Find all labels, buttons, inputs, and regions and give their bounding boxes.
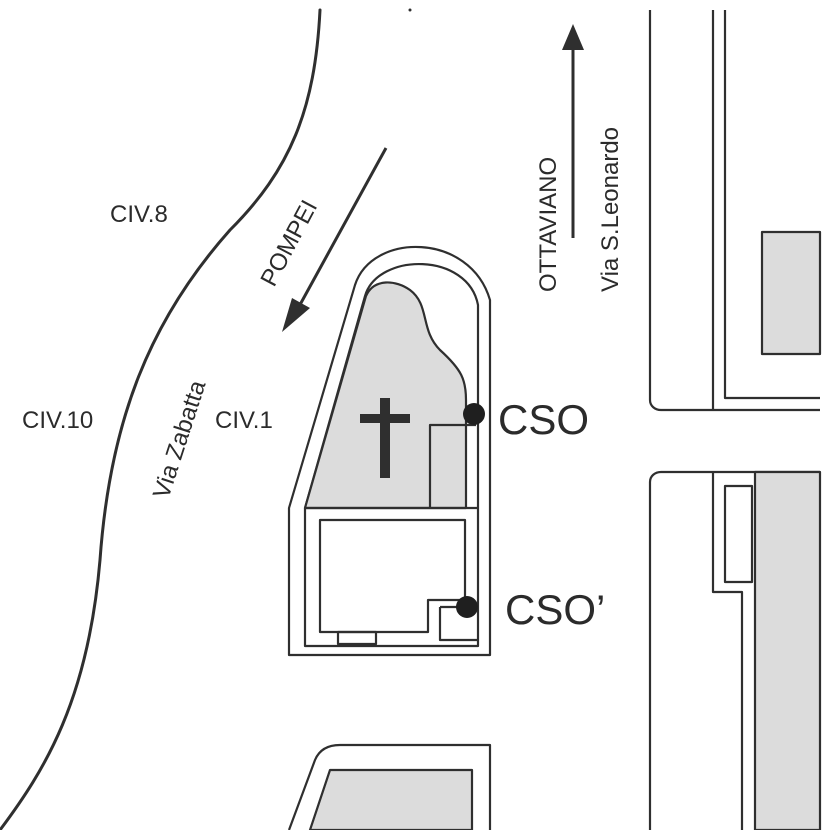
label-civ1: CIV.1 [215,407,273,434]
label-pompei: POMPEI [255,196,323,291]
label-ottaviano: OTTAVIANO [535,157,562,292]
church-block-outer [287,245,492,657]
cso-point [463,403,485,425]
label-civ8: CIV.8 [110,201,168,228]
gate [336,630,378,646]
arrow-up-icon [562,24,584,238]
label-civ10: CIV.10 [22,407,93,434]
east-lower-block-inner2 [723,484,754,584]
courtyard-outline [318,518,467,634]
east-lower-block-outer [648,470,820,830]
label-cso-prime: CSO’ [505,586,605,633]
south-block-outer [287,743,492,830]
label-via-zabatta: Via Zabatta [148,377,212,502]
cso-prime-point [456,596,478,618]
church-building [303,281,468,510]
church-annex [428,423,476,508]
arrow-down-left-icon [282,147,388,332]
label-cso: CSO [498,396,589,443]
church-block-inner [303,263,480,648]
south-building [308,768,474,830]
cross-icon [360,398,410,478]
east-upper-building [760,230,822,356]
east-upper-block-inner2 [723,10,820,400]
east-lower-building [753,470,822,830]
via-zabatta-west-edge [0,8,322,830]
label-via-s-leonardo: Via S.Leonardo [597,127,624,292]
east-upper-block-outer [648,10,820,412]
east-lower-block-inner [711,472,744,830]
